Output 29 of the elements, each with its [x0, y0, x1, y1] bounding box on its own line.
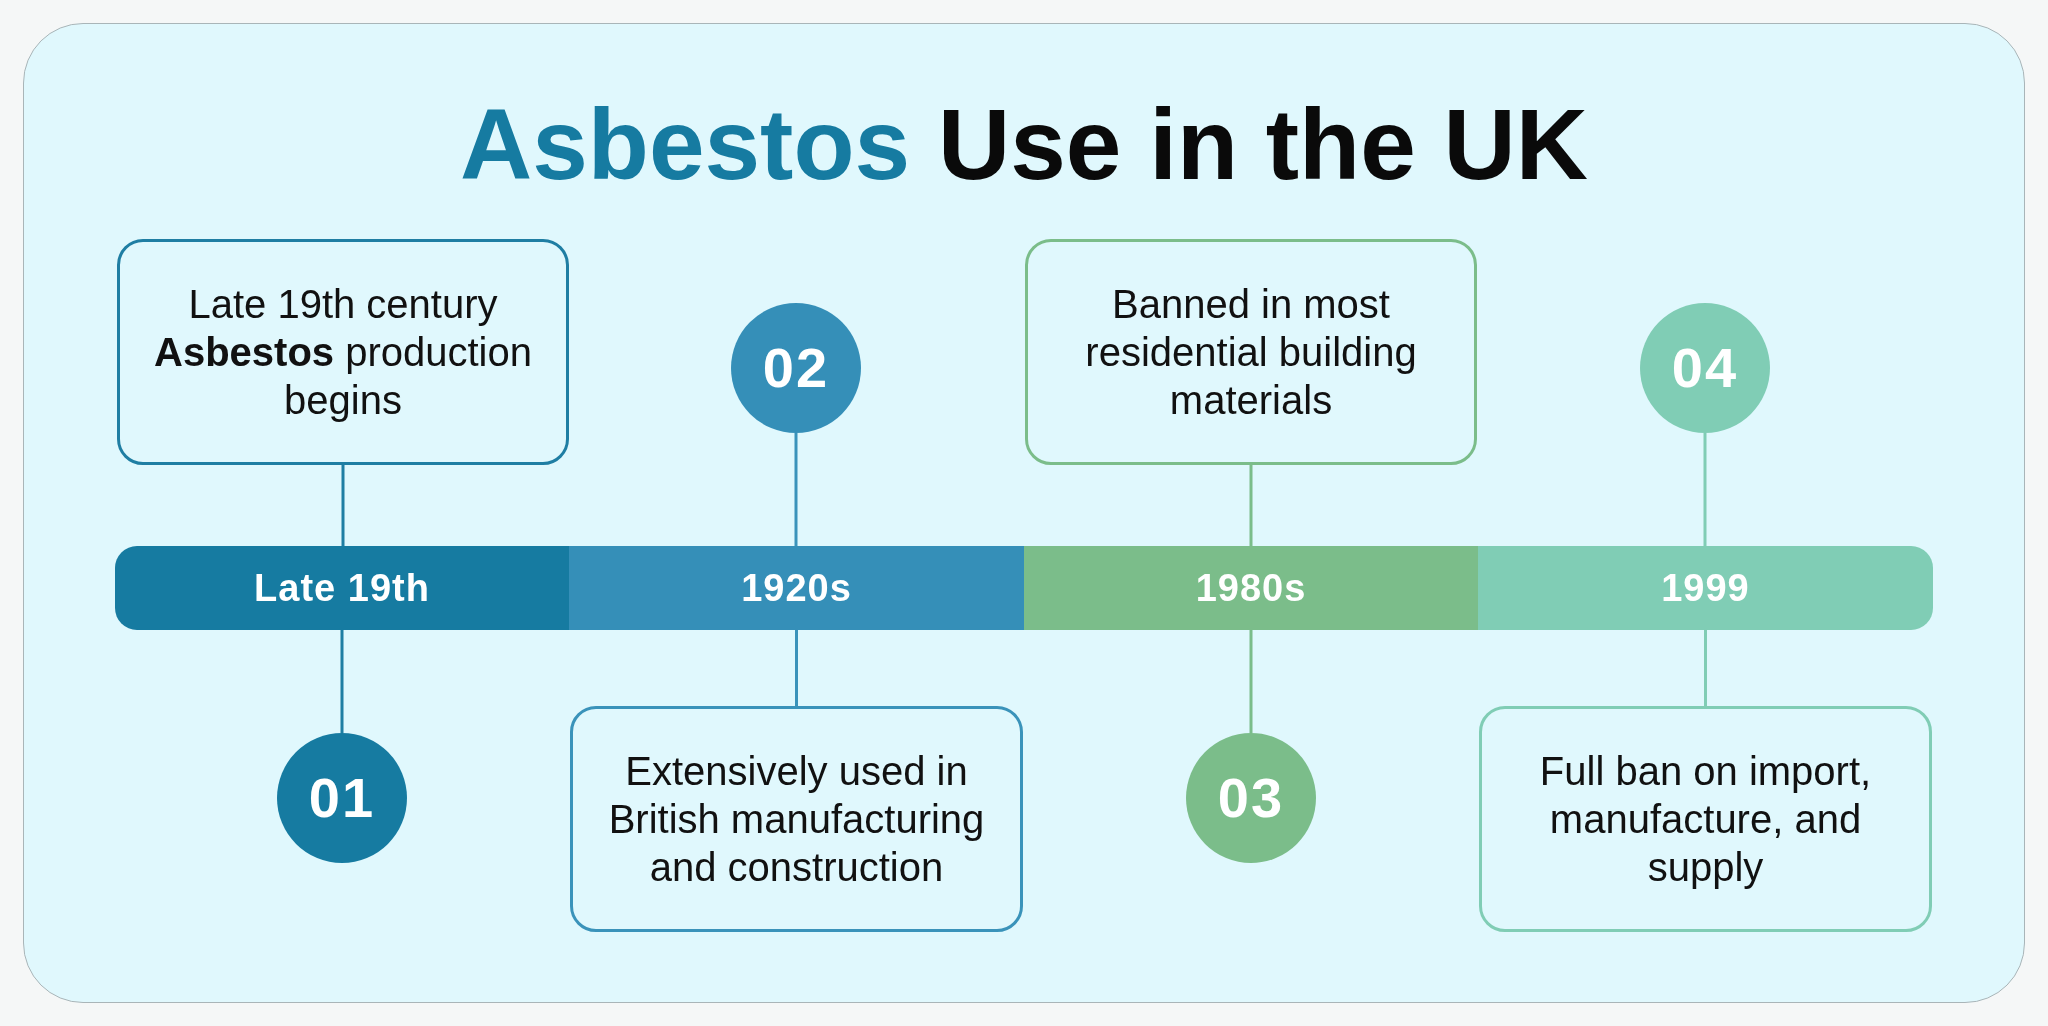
step-number: 04: [1671, 340, 1739, 396]
period-label: 1920s: [741, 569, 852, 607]
connector-line: [341, 465, 345, 546]
step-number: 02: [762, 340, 830, 396]
period-label: 1999: [1661, 569, 1750, 607]
title: Asbestos Use in the UK: [460, 94, 1588, 194]
event-text: Full ban on import, manufacture, and supply: [1538, 748, 1873, 891]
timeline-segment: [1478, 546, 1933, 630]
period-label: 1980s: [1195, 569, 1307, 607]
event-card: [1025, 239, 1477, 465]
event-text: Late 19th century Asbestos production begins: [153, 281, 533, 424]
connector-line: [340, 630, 344, 733]
event-card: [117, 239, 569, 465]
timeline-segment: [115, 546, 569, 630]
period-label: Late 19th: [254, 569, 430, 607]
step-number: 01: [308, 770, 376, 826]
timeline-segment: [569, 546, 1024, 630]
event-text: Extensively used in British manufacturing and construction: [607, 748, 986, 891]
connector-line: [1704, 630, 1707, 706]
event-card: [1479, 706, 1932, 932]
connector-line: [1249, 465, 1253, 546]
connector-line: [1703, 433, 1707, 546]
connector-line: [1249, 630, 1253, 733]
event-card: [570, 706, 1023, 932]
connector-line: [795, 630, 798, 706]
connector-line: [794, 433, 798, 546]
timeline-segment: [1024, 546, 1478, 630]
event-text: Banned in most residential building materials: [1084, 281, 1418, 424]
step-number: 03: [1217, 770, 1285, 826]
